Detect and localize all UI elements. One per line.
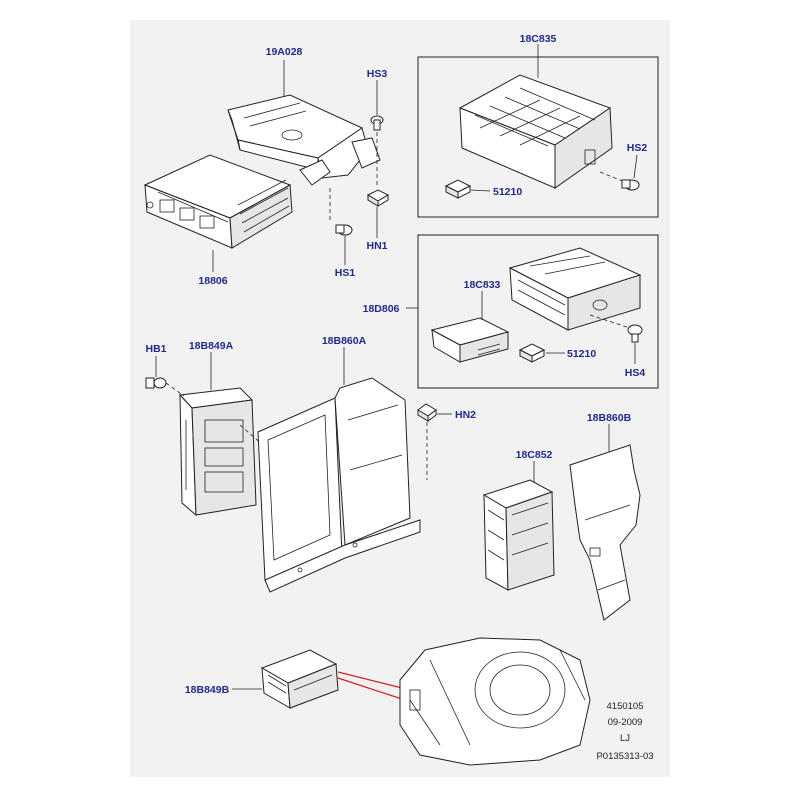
callout-18d806: 18D806 — [363, 303, 400, 315]
red-locator-line-2 — [337, 677, 406, 701]
module-18b849b — [260, 649, 339, 709]
callout-18c852: 18C852 — [516, 449, 553, 461]
screw-hs4 — [627, 324, 643, 343]
nut-hn2 — [417, 403, 437, 480]
callout-18c835: 18C835 — [520, 33, 557, 45]
screw-hs3 — [370, 115, 384, 188]
bracket-19a028 — [227, 94, 381, 186]
callout-18806: 18806 — [198, 275, 227, 287]
callout-hb1: HB1 — [145, 343, 166, 355]
group-box-middle — [417, 234, 659, 389]
callout-hn2: HN2 — [455, 409, 476, 421]
red-locator-line-1 — [337, 671, 411, 691]
callout-51210-middle: 51210 — [567, 348, 596, 360]
amplifier-18c852 — [482, 479, 555, 591]
callout-18b849a: 18B849A — [189, 340, 234, 352]
callout-51210-top: 51210 — [493, 186, 522, 198]
callout-hs2: HS2 — [627, 142, 648, 154]
callout-hs1: HS1 — [335, 267, 356, 279]
ref-initials: LJ — [620, 733, 630, 744]
callout-hs3: HS3 — [367, 68, 388, 80]
callout-18c833: 18C833 — [464, 279, 501, 291]
fuse-51210-top — [444, 179, 472, 199]
bracket-18b860b — [569, 444, 641, 621]
callout-18b849b: 18B849B — [185, 684, 230, 696]
callout-hs4: HS4 — [625, 367, 646, 379]
callout-19a028: 19A028 — [266, 46, 303, 58]
ref-number: 4150105 — [607, 701, 644, 712]
cartridge-18c833 — [430, 317, 510, 363]
ref-date: 09-2009 — [608, 717, 643, 728]
screw-hs2 — [599, 171, 640, 191]
callout-hn1: HN1 — [366, 240, 387, 252]
ref-illustration-code: P0135313-03 — [596, 751, 653, 762]
nut-hn1 — [366, 189, 390, 207]
tray-18c835 — [458, 74, 613, 189]
module-18b849a — [178, 387, 257, 517]
fuse-51210-middle — [518, 343, 546, 363]
leader-hs2 — [633, 154, 638, 179]
bracket-18b860a — [257, 377, 421, 593]
callout-18b860b: 18B860B — [587, 412, 632, 424]
vehicle-housing — [399, 637, 591, 766]
callout-18b860a: 18B860A — [322, 335, 367, 347]
unit-18806 — [143, 154, 293, 249]
leader-51210-top — [470, 189, 491, 192]
changer-18d806 — [508, 247, 642, 331]
screw-hs1 — [329, 188, 353, 236]
bolt-hb1 — [145, 377, 185, 397]
